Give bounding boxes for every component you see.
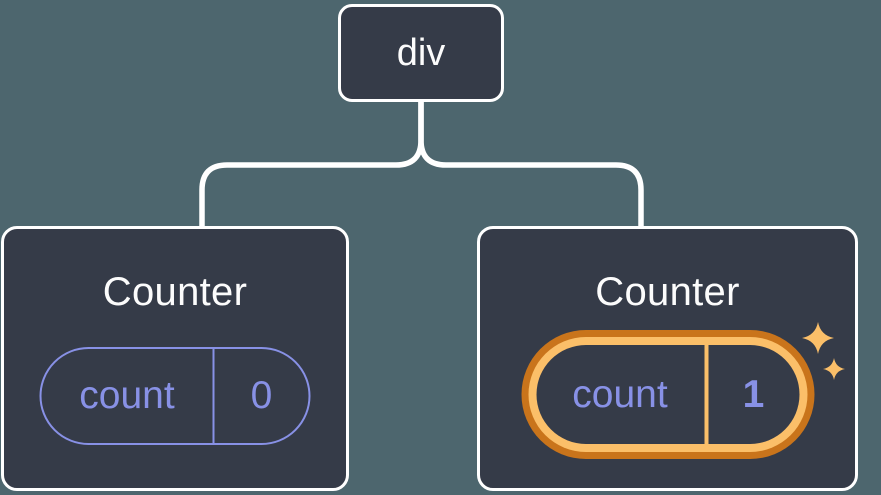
sparkles-icon [802,322,845,380]
connector-right-branch [418,101,644,229]
counter-node-left: Counter count 0 [1,226,349,491]
root-node: div [338,4,504,102]
counter-node-right: Counter count 1 [477,226,858,491]
state-value: 0 [250,374,273,417]
state-pill: count 0 [39,347,311,445]
state-value: 1 [742,372,765,416]
state-key-label: count [42,349,215,443]
state-pill: count 1 [536,345,799,444]
connector-left-branch [199,101,424,229]
component-title: Counter [102,270,248,314]
state-pill-highlight-ring: count 1 [521,330,814,459]
state-key-label: count [536,345,708,444]
component-title: Counter [595,270,740,314]
root-node-label: div [396,31,446,74]
state-pill-highlight-inner-ring: count 1 [528,337,807,452]
